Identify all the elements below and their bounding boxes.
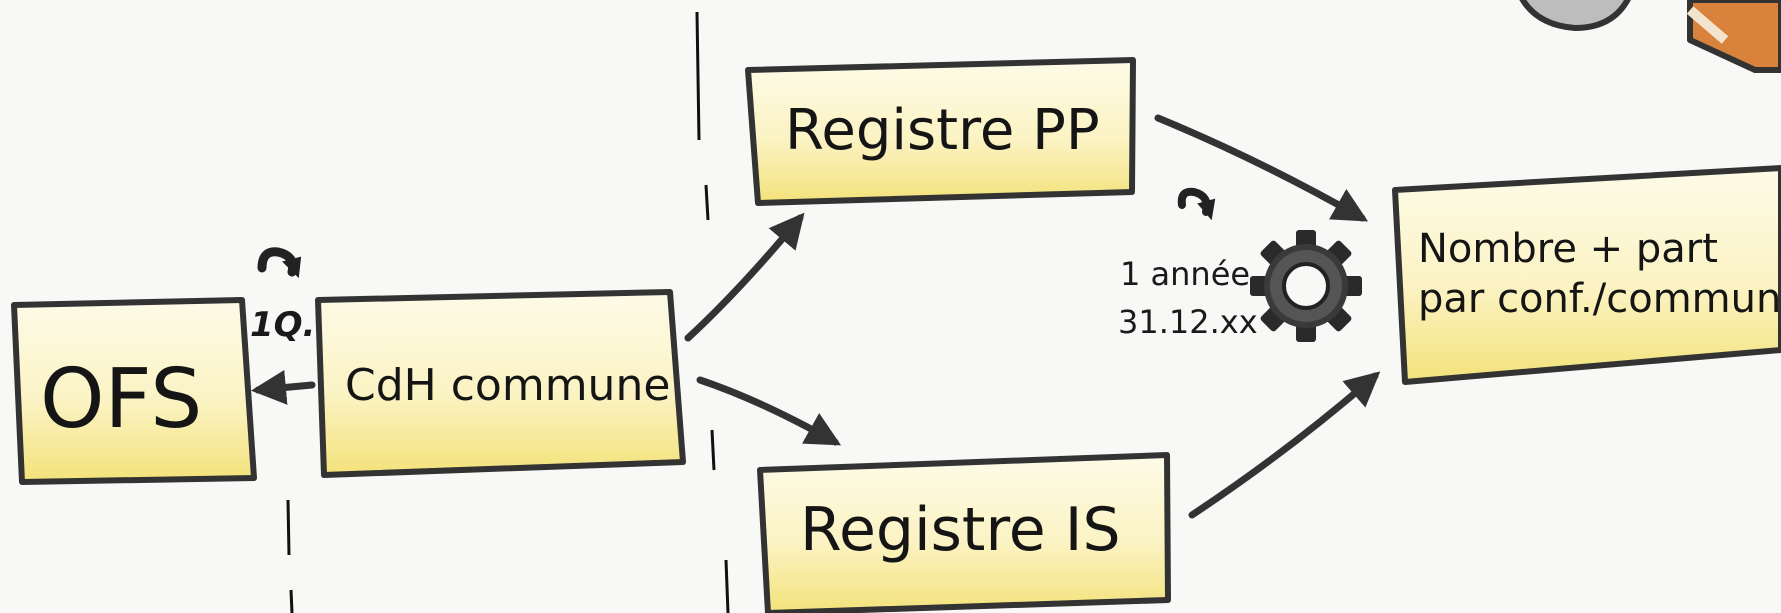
ofs-label: OFS — [40, 352, 203, 447]
gear-icon — [1250, 230, 1362, 342]
separator-middle — [695, 11, 730, 613]
registre-is-box — [757, 452, 1171, 613]
refresh-icon — [1177, 187, 1216, 221]
registre-pp-label: Registre PP — [785, 98, 1100, 163]
cdh-commune-label: CdH commune — [345, 360, 671, 411]
registre-pp-box — [745, 57, 1136, 206]
arrow-registre-pp-to-result — [1154, 114, 1369, 222]
result-label-line1: Nombre + part — [1418, 226, 1718, 272]
registre-is-label: Registre IS — [800, 495, 1121, 565]
frequency-annotation: 1Q. — [250, 305, 316, 345]
cdh-commune-box — [315, 289, 686, 478]
arrow-cdh-to-ofs — [251, 369, 316, 405]
refresh-icon — [257, 247, 302, 279]
separator-left — [286, 499, 294, 613]
arrow-cdh-to-registre-is — [696, 376, 842, 446]
ofs-box — [11, 297, 257, 485]
period-annotation-line1: 1 année — [1120, 255, 1251, 293]
arrows — [251, 114, 1381, 519]
arrow-registre-is-to-result — [1188, 371, 1381, 519]
result-box — [1392, 165, 1781, 385]
result-label-line2: par conf./commune — [1418, 276, 1781, 322]
wrench-icon — [1519, 0, 1781, 73]
period-annotation-line2: 31.12.xx — [1118, 303, 1258, 341]
arrow-cdh-to-registre-pp — [684, 212, 805, 342]
